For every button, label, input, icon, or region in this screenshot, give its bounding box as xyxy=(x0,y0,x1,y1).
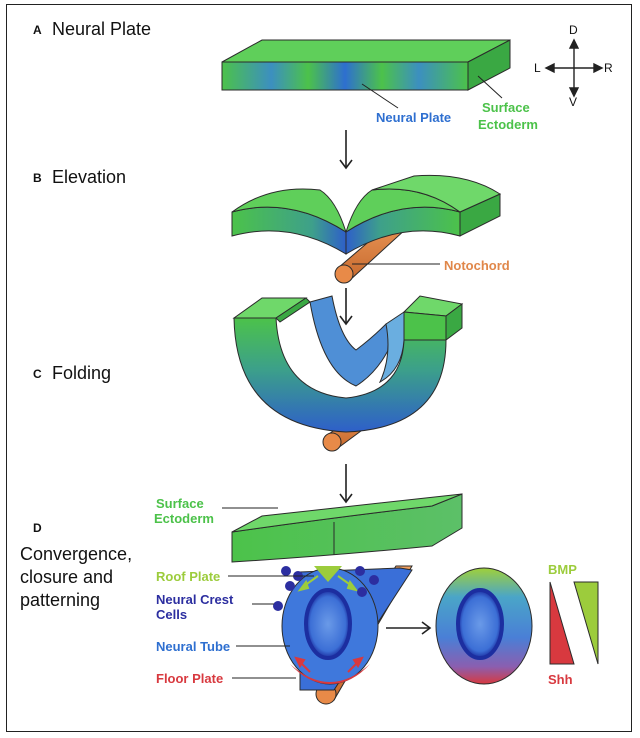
roof-plate-label: Roof Plate xyxy=(156,569,220,584)
neural-crest-label-line2: Cells xyxy=(156,607,187,622)
floor-plate-label: Floor Plate xyxy=(156,671,223,686)
neural-plate-slab xyxy=(221,39,511,91)
shh-label: Shh xyxy=(548,672,573,687)
shh-gradient-wedge xyxy=(549,581,575,665)
panel-a-title: Neural Plate xyxy=(52,19,151,39)
neural-plate-label: Neural Plate xyxy=(376,110,451,125)
surface-ectoderm-label-d-line1: Surface xyxy=(156,496,204,511)
panel-d-title-line3: patterning xyxy=(20,590,100,610)
panel-b-title: Elevation xyxy=(52,167,126,187)
compass-dorsal-label: D xyxy=(569,23,578,37)
panel-b-letter: B xyxy=(33,171,42,185)
bmp-signal-arrows xyxy=(297,575,359,592)
notochord-label: Notochord xyxy=(444,258,510,273)
panel-d-letter: D xyxy=(33,521,42,535)
arrow-b-to-c xyxy=(339,288,353,326)
bmp-gradient-wedge xyxy=(573,581,599,665)
folding-neural-plate xyxy=(232,295,464,433)
compass-ventral-label: V xyxy=(569,95,577,109)
compass-left-label: L xyxy=(534,61,541,75)
shh-signal-arrows xyxy=(294,656,364,673)
arrow-c-to-d xyxy=(339,464,353,504)
orientation-compass xyxy=(544,38,604,98)
arrow-to-patterning xyxy=(386,621,432,635)
panel-d-title-line2: closure and xyxy=(20,567,113,587)
figure-frame xyxy=(6,4,632,732)
neural-tube-label: Neural Tube xyxy=(156,639,230,654)
surface-ectoderm-slab xyxy=(231,493,463,563)
dorsoventral-patterning-oval xyxy=(435,567,533,685)
bmp-label: BMP xyxy=(548,562,577,577)
neural-tube-cross-section xyxy=(281,567,379,685)
neural-crest-cells xyxy=(273,566,379,611)
roof-plate-marker xyxy=(314,566,342,582)
panel-a-letter: A xyxy=(33,23,42,37)
panel-c-title: Folding xyxy=(52,363,111,383)
elevation-plates xyxy=(231,174,502,255)
neural-plate-leader xyxy=(361,83,399,109)
arrow-a-to-b xyxy=(339,130,353,170)
surface-ectoderm-label-a-line1: Surface xyxy=(482,100,530,115)
compass-right-label: R xyxy=(604,61,613,75)
panel-d-title-line1: Convergence, xyxy=(20,544,132,564)
panel-c-letter: C xyxy=(33,367,42,381)
neural-crest-label-line1: Neural Crest xyxy=(156,592,234,607)
surface-ectoderm-label-d-line2: Ectoderm xyxy=(154,511,214,526)
surface-ectoderm-label-a-line2: Ectoderm xyxy=(478,117,538,132)
surface-ectoderm-leader-a xyxy=(477,75,503,99)
